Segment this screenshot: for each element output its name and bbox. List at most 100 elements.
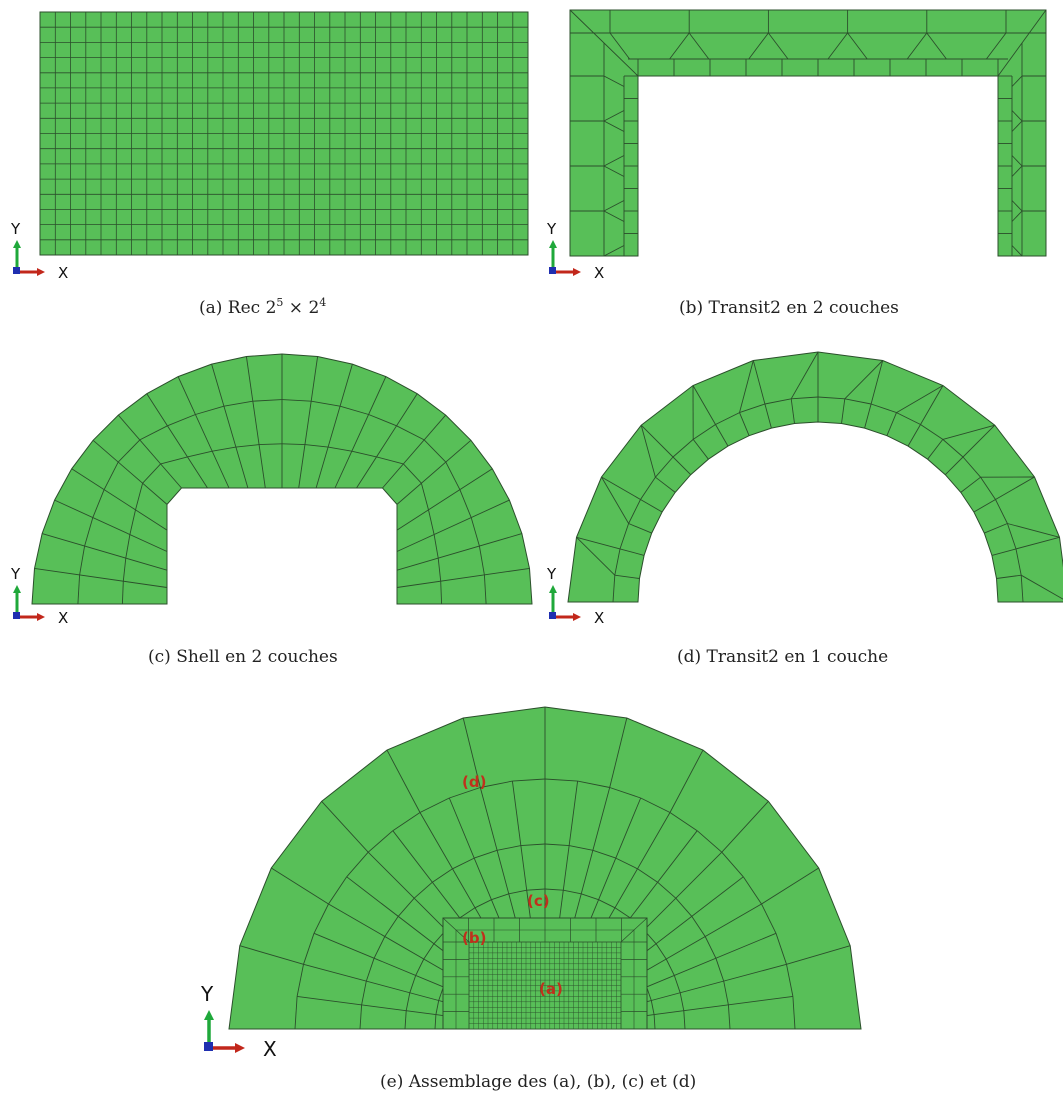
mesh-edge	[614, 574, 640, 579]
mesh-edge	[382, 414, 447, 489]
mesh-edge	[603, 245, 625, 257]
mesh-edge	[1015, 536, 1060, 550]
mesh-edge	[986, 32, 1007, 60]
mesh-edge	[544, 778, 578, 782]
mesh-edge	[980, 476, 996, 500]
mesh-edge	[122, 558, 127, 582]
mesh-edge	[351, 450, 377, 458]
mesh-edge	[906, 32, 928, 60]
mesh-edge	[637, 868, 658, 883]
mesh-edge	[297, 995, 436, 1016]
mesh-edge	[368, 414, 397, 427]
y-axis-label: Y	[10, 565, 21, 583]
axis-triad-e: Y X	[200, 982, 277, 1061]
mesh-edge	[139, 425, 168, 441]
mesh-edge	[791, 396, 819, 400]
mesh-edge	[577, 780, 610, 788]
mesh-edge	[655, 456, 674, 478]
mesh-edge	[864, 403, 872, 429]
mesh-edge	[428, 509, 435, 535]
mesh-edge	[328, 876, 348, 905]
mesh-edge	[526, 888, 546, 891]
mesh-edge	[601, 476, 629, 524]
x-axis-label: X	[58, 264, 68, 282]
mesh-edge	[984, 523, 1008, 534]
mesh-edge	[775, 933, 787, 965]
mesh-edge	[259, 443, 283, 446]
mesh-edge	[71, 468, 168, 531]
mesh-edge	[592, 849, 616, 859]
mesh-edge	[448, 797, 504, 928]
mesh-edge	[962, 424, 996, 458]
mesh-edge	[614, 907, 631, 919]
mesh-edge	[841, 398, 846, 424]
mesh-edge	[508, 889, 527, 895]
mesh-edge	[739, 403, 766, 414]
mesh-edge	[827, 32, 848, 60]
mesh-edge	[896, 412, 921, 425]
mesh-edge	[511, 781, 532, 920]
y-axis-label: Y	[200, 982, 214, 1006]
mesh-edge	[419, 812, 491, 934]
mesh-edge	[298, 356, 319, 489]
mesh-edge	[586, 797, 642, 928]
mesh-edge	[328, 903, 450, 975]
panel-e: (d) (c) (b) (a) Y X (e) Assemblage des (…	[200, 706, 862, 1092]
mesh-edge	[640, 797, 671, 813]
mesh-edge	[790, 351, 819, 400]
mesh-edge	[445, 461, 461, 490]
mesh-edge	[614, 548, 621, 576]
mesh-edge	[520, 843, 546, 847]
mesh-edge	[715, 412, 740, 425]
mesh-edge	[673, 975, 681, 993]
mesh-edge	[34, 567, 168, 588]
mesh-edge	[646, 1000, 652, 1003]
mesh-edge	[1011, 120, 1023, 132]
mesh-edge	[491, 893, 509, 901]
mesh-edge	[339, 405, 369, 415]
mesh-edge	[125, 534, 131, 559]
mesh-edge	[960, 476, 981, 493]
mesh-edge	[944, 456, 964, 476]
mesh-edge	[655, 943, 667, 960]
mesh-edge	[313, 903, 329, 934]
mesh-edge	[544, 888, 564, 891]
mesh-edge	[920, 385, 944, 425]
caption-b: (b) Transit2 en 2 couches	[679, 298, 899, 318]
mesh-edge	[748, 32, 769, 60]
mesh-edge	[688, 32, 710, 60]
transition-frame-lines	[569, 9, 1047, 257]
mesh-edge	[474, 899, 492, 909]
mesh-edge	[129, 509, 136, 535]
mesh-edge	[603, 75, 625, 87]
mesh-edge	[669, 749, 704, 813]
mesh-edge	[657, 881, 677, 899]
mesh-edge	[396, 567, 530, 588]
axis-triad-d: Y X	[546, 565, 604, 627]
mesh-edge	[235, 444, 260, 448]
mesh-edge	[603, 200, 625, 212]
mesh-edge	[640, 903, 762, 975]
mesh-edge	[409, 975, 417, 993]
shell-mesh	[31, 353, 533, 605]
mesh-edge	[672, 439, 694, 458]
mesh-edge	[142, 463, 161, 484]
mesh-edge	[296, 964, 304, 997]
mesh-edge	[786, 945, 851, 965]
mesh-edge	[790, 398, 795, 424]
mesh-edge	[715, 958, 725, 982]
mesh-edge	[655, 476, 676, 493]
mesh-edge	[651, 963, 787, 1001]
mesh-edge	[392, 812, 421, 832]
mesh-edge	[628, 499, 641, 524]
mesh-edge	[761, 867, 819, 905]
mesh-edge	[54, 499, 168, 552]
mesh-edge	[334, 376, 387, 489]
mesh-edge	[792, 996, 796, 1030]
mesh-edge	[973, 499, 996, 513]
transition-frame-mesh	[569, 9, 1047, 257]
mesh-edge	[303, 963, 439, 1001]
mesh-edge	[669, 812, 698, 832]
mesh-edge	[271, 867, 329, 905]
mesh-edge	[1006, 523, 1017, 550]
